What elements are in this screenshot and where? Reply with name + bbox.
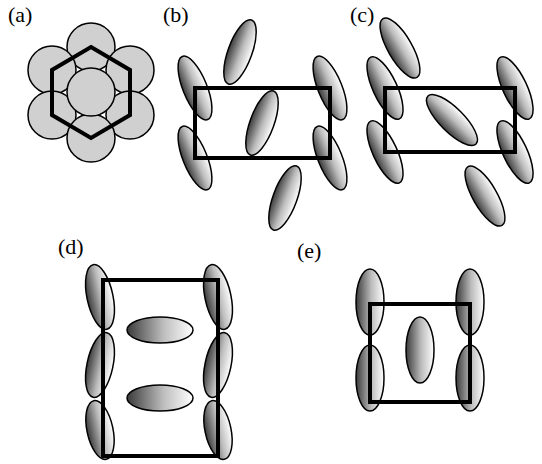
panel-label: (e) xyxy=(297,240,321,262)
unit-cell xyxy=(385,88,515,152)
hexagonal-cell xyxy=(52,47,130,138)
panel-label: (b) xyxy=(163,4,189,26)
ellipse-molecules-d xyxy=(80,262,237,462)
panel-label: (c) xyxy=(350,4,374,26)
ellipse-molecules-b xyxy=(171,16,354,234)
unit-cell xyxy=(195,88,330,158)
panel-label: (a) xyxy=(8,4,32,26)
ellipse-molecules-e xyxy=(356,269,484,411)
unit-cell xyxy=(103,280,218,456)
panel-label: (d) xyxy=(58,236,84,258)
unit-cell xyxy=(370,304,470,402)
disc-packing xyxy=(28,23,154,162)
ellipse-molecules-c xyxy=(360,13,540,232)
